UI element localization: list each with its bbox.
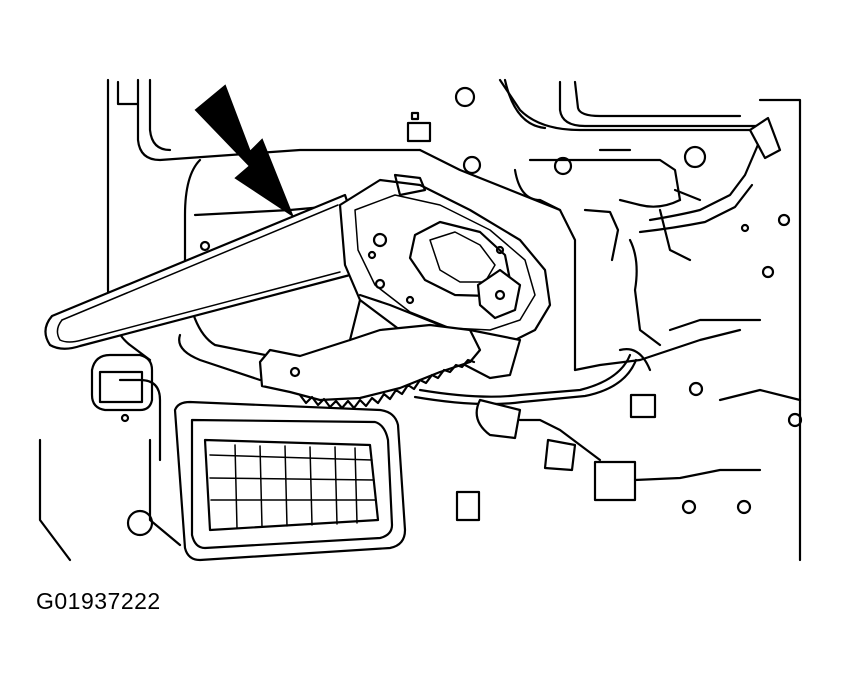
wiring-harness — [413, 116, 782, 502]
door-frame-right — [573, 148, 802, 402]
regulator-arm — [44, 193, 362, 350]
vent-grille — [173, 400, 407, 562]
callout-arrow-icon — [194, 84, 295, 218]
sector-gear — [258, 298, 482, 410]
window-regulator — [338, 173, 552, 380]
figure-code: G01937222 — [36, 588, 161, 614]
door-inner-panel — [38, 78, 802, 562]
mounting-holes — [120, 86, 803, 537]
rectangular-clips — [90, 111, 657, 522]
